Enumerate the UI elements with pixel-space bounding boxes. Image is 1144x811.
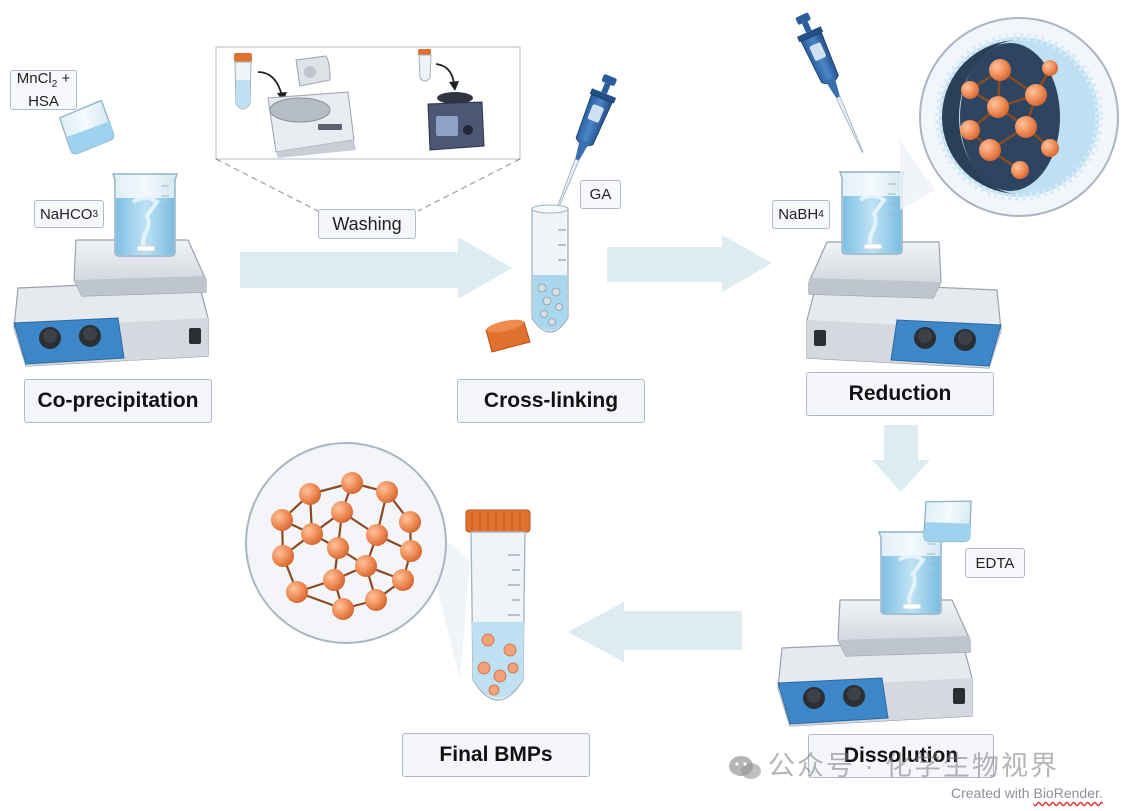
- arrow-dissolution-to-final: [568, 602, 742, 662]
- step-label-coprecipitation: Co-precipitation: [24, 379, 212, 423]
- flow-arrows: [240, 235, 930, 662]
- coprecip-station: [13, 98, 209, 367]
- reagent-hsa-line: HSA: [28, 93, 59, 110]
- stir-plate-icon: [13, 239, 209, 367]
- reduction-station: [789, 9, 1119, 369]
- arrow-crosslink-to-reduction: [607, 235, 772, 292]
- reagent-mncl2-line: MnCl2 +: [16, 70, 71, 90]
- dissolution-station: [777, 491, 978, 727]
- arrow-reduction-to-dissolution: [872, 425, 930, 492]
- step-label-dissolution: Dissolution: [808, 734, 994, 778]
- bmp-zoom-circle: [245, 442, 447, 644]
- pouring-beaker-icon: [917, 491, 978, 551]
- reagent-mncl2-hsa: MnCl2 + HSA: [10, 70, 77, 110]
- step-label-crosslinking: Cross-linking: [457, 379, 645, 423]
- tube-cap-icon: [485, 319, 531, 353]
- beaker-icon: [111, 172, 179, 258]
- stir-plate-icon: [777, 599, 973, 727]
- vortex-mixer-icon: [427, 92, 485, 151]
- arrow-coprecip-to-crosslink: [240, 237, 512, 299]
- beaker-icon: [838, 170, 906, 256]
- washing-label: Washing: [318, 209, 416, 239]
- centrifuge-icon: [267, 55, 356, 158]
- small-tube-icon: [418, 49, 432, 82]
- washing-inset: [215, 46, 521, 212]
- falcon-tube-icon: [531, 204, 569, 333]
- wechat-icon: [728, 755, 762, 781]
- reagent-ga: GA: [580, 180, 621, 209]
- reagent-edta: EDTA: [965, 548, 1025, 578]
- pipette-icon: [789, 9, 875, 158]
- biorender-credit: Created with BioRender.: [951, 785, 1103, 801]
- crosslink-station: [485, 70, 624, 353]
- final-tube-icon: [465, 509, 531, 701]
- stir-plate-icon: [806, 241, 1002, 369]
- beaker-icon: [877, 530, 945, 616]
- step-label-final-bmps: Final BMPs: [402, 733, 590, 777]
- reduction-zoom-circle: [919, 17, 1119, 217]
- centrifuge-tube-icon: [234, 53, 252, 110]
- watermark-text: 公众号 · 化学生物视界: [728, 744, 1059, 783]
- final-station: [245, 442, 531, 701]
- step-label-reduction: Reduction: [806, 372, 994, 416]
